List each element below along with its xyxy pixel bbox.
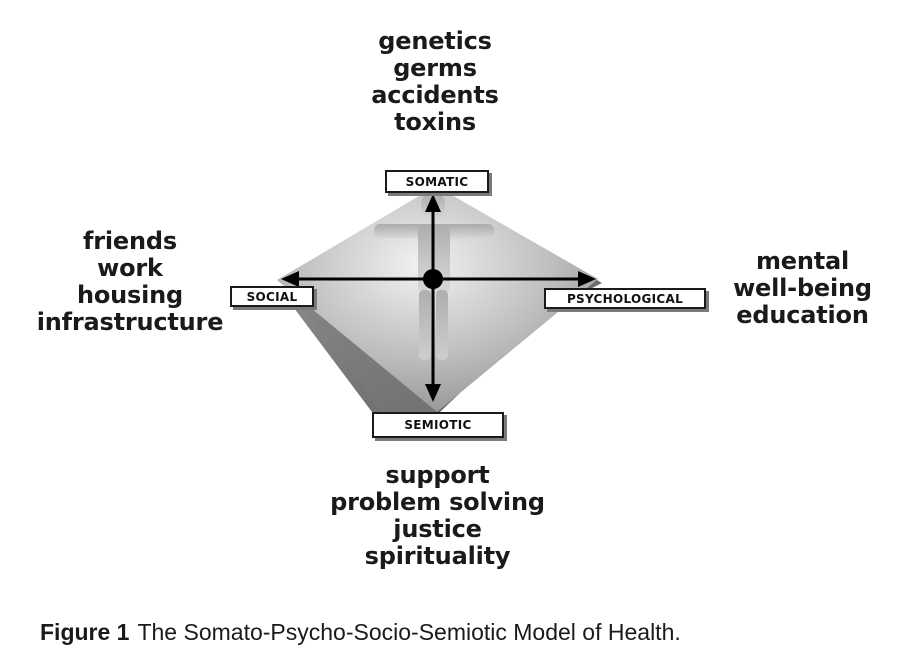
factor-label: genetics <box>378 27 492 55</box>
factor-label: well-being <box>733 274 872 302</box>
figure-caption: Figure 1 The Somato-Psycho-Socio-Semiotic… <box>40 619 681 646</box>
arrow-down-icon <box>425 384 441 402</box>
node-semiotic: SEMIOTIC <box>372 412 504 438</box>
node-psychological: PSYCHOLOGICAL <box>544 288 706 309</box>
semiotic-factors: support problem solving justice spiritua… <box>315 462 560 570</box>
caption-text: The Somato-Psycho-Socio-Semiotic Model o… <box>137 619 681 645</box>
node-social: SOCIAL <box>230 286 314 307</box>
factor-label: housing <box>76 281 184 309</box>
factor-label: support <box>385 461 490 489</box>
factor-label: infrastructure <box>36 308 224 336</box>
diamond-lower-facet <box>277 280 437 412</box>
center-node <box>423 269 443 289</box>
factor-label: mental <box>755 247 850 275</box>
factor-label: toxins <box>394 108 476 136</box>
factor-label: germs <box>393 54 477 82</box>
factor-label: problem solving <box>330 488 545 516</box>
arrow-left-icon <box>281 271 299 287</box>
caption-label: Figure 1 <box>40 619 130 645</box>
factor-label: work <box>97 254 163 282</box>
factor-label: spirituality <box>364 542 511 570</box>
psychological-factors: mental well-being education <box>705 248 900 329</box>
factor-label: education <box>736 301 869 329</box>
social-factors: friends work housing infrastructure <box>30 228 230 336</box>
factor-label: accidents <box>371 81 499 109</box>
factor-label: justice <box>393 515 482 543</box>
node-somatic: SOMATIC <box>385 170 489 193</box>
arrow-right-icon <box>578 271 596 287</box>
arrowheads <box>281 194 596 402</box>
somatic-factors: genetics germs accidents toxins <box>335 28 535 136</box>
factor-label: friends <box>83 227 177 255</box>
arrow-up-icon <box>425 194 441 212</box>
